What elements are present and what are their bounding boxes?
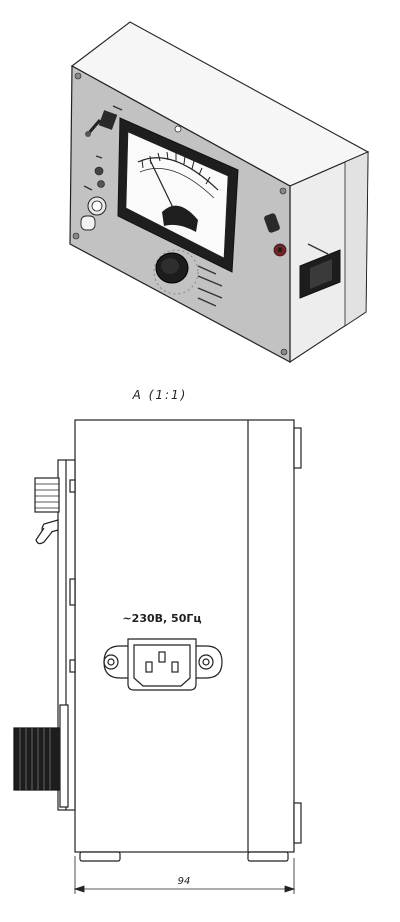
analog-meter	[117, 117, 239, 273]
side-bnc-knob	[34, 477, 60, 513]
view-label: A (1:1)	[132, 388, 188, 402]
range-knob	[153, 249, 199, 295]
inlet-pin-center	[158, 651, 166, 663]
bnc-connector	[80, 196, 107, 231]
panel-screw-icon	[279, 187, 287, 195]
meter-scale-arc	[137, 157, 219, 191]
panel-screw-head	[69, 578, 76, 606]
side-toggle-lever	[35, 519, 59, 545]
inlet-screw-left	[103, 654, 119, 670]
power-toggle-switch	[85, 110, 118, 137]
side-range-knob	[13, 704, 69, 808]
rim-tab-bottom	[293, 802, 302, 844]
width-dimension	[73, 856, 296, 894]
panel-screw-icon	[174, 125, 182, 133]
iso-power-inlet	[299, 249, 341, 299]
foot-left	[79, 851, 121, 862]
enclosure-side-rim	[344, 151, 369, 327]
panel-screw-icon	[280, 348, 288, 356]
indicator-led	[97, 180, 105, 188]
inlet-label: ~230В, 50Гц	[122, 612, 201, 625]
meter-pivot	[162, 205, 198, 232]
housing-outline	[74, 419, 295, 853]
rim-tab-top	[293, 427, 302, 469]
inlet-screw-right	[198, 654, 214, 670]
power-inlet	[103, 638, 223, 691]
panel-screw-head	[69, 659, 76, 673]
inlet-pin-left	[145, 661, 153, 673]
panel-screw-icon	[72, 232, 80, 240]
panel-screw-head	[69, 479, 76, 493]
panel-screw-icon	[74, 72, 82, 80]
side-fuse-holder	[264, 213, 287, 257]
dimension-value: 94	[178, 876, 191, 887]
meter-scale-arc	[139, 168, 215, 199]
foot-right	[247, 851, 289, 862]
inlet-pin-right	[171, 661, 179, 673]
isometric-view	[69, 21, 370, 364]
side-elevation-view	[13, 419, 302, 862]
indicator-led	[94, 166, 104, 176]
